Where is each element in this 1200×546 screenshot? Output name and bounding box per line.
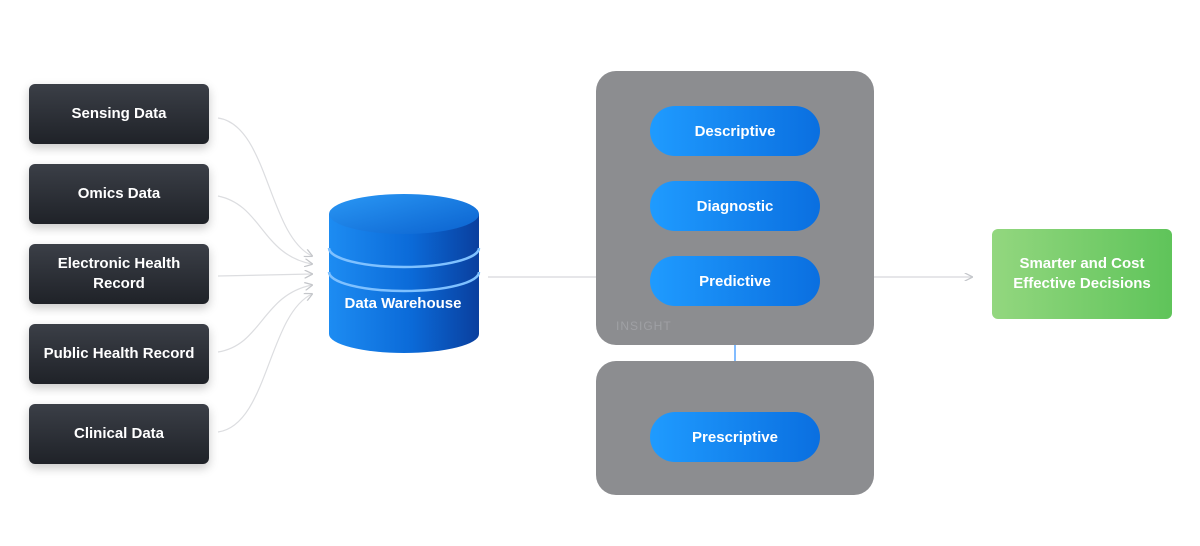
stage-predictive: Predictive	[650, 256, 820, 306]
outcome-box: Smarter and Cost Effective Decisions	[992, 229, 1172, 319]
connector-ehr	[217, 274, 312, 276]
source-label: Omics Data	[77, 185, 161, 202]
connector-omics	[217, 195, 312, 264]
database-icon	[327, 194, 481, 353]
source-label: Public Health Record	[43, 345, 195, 362]
source-label: Clinical Data	[73, 425, 165, 442]
stage-descriptive: Descriptive	[650, 106, 820, 156]
connector-sensing	[217, 117, 312, 256]
stage-diagnostic: Diagnostic	[650, 181, 820, 231]
source-public-health-record: Public Health Record	[29, 324, 209, 384]
source-sensing-data: Sensing Data	[29, 84, 209, 144]
source-omics-data: Omics Data	[29, 164, 209, 224]
source-label: Sensing Data	[71, 105, 167, 122]
source-clinical-data: Clinical Data	[29, 404, 209, 464]
connector-public	[217, 285, 312, 353]
warehouse-label: Data Warehouse	[344, 295, 462, 312]
source-electronic-health-record: Electronic Health Record	[29, 244, 209, 304]
connector-clinical	[217, 294, 312, 433]
stage-prescriptive: Prescriptive	[650, 412, 820, 462]
source-label: Electronic Health Record	[57, 255, 181, 292]
outcome-label: Smarter and Cost Effective Decisions	[1013, 255, 1151, 292]
insight-panel-label: INSIGHT	[616, 319, 672, 333]
